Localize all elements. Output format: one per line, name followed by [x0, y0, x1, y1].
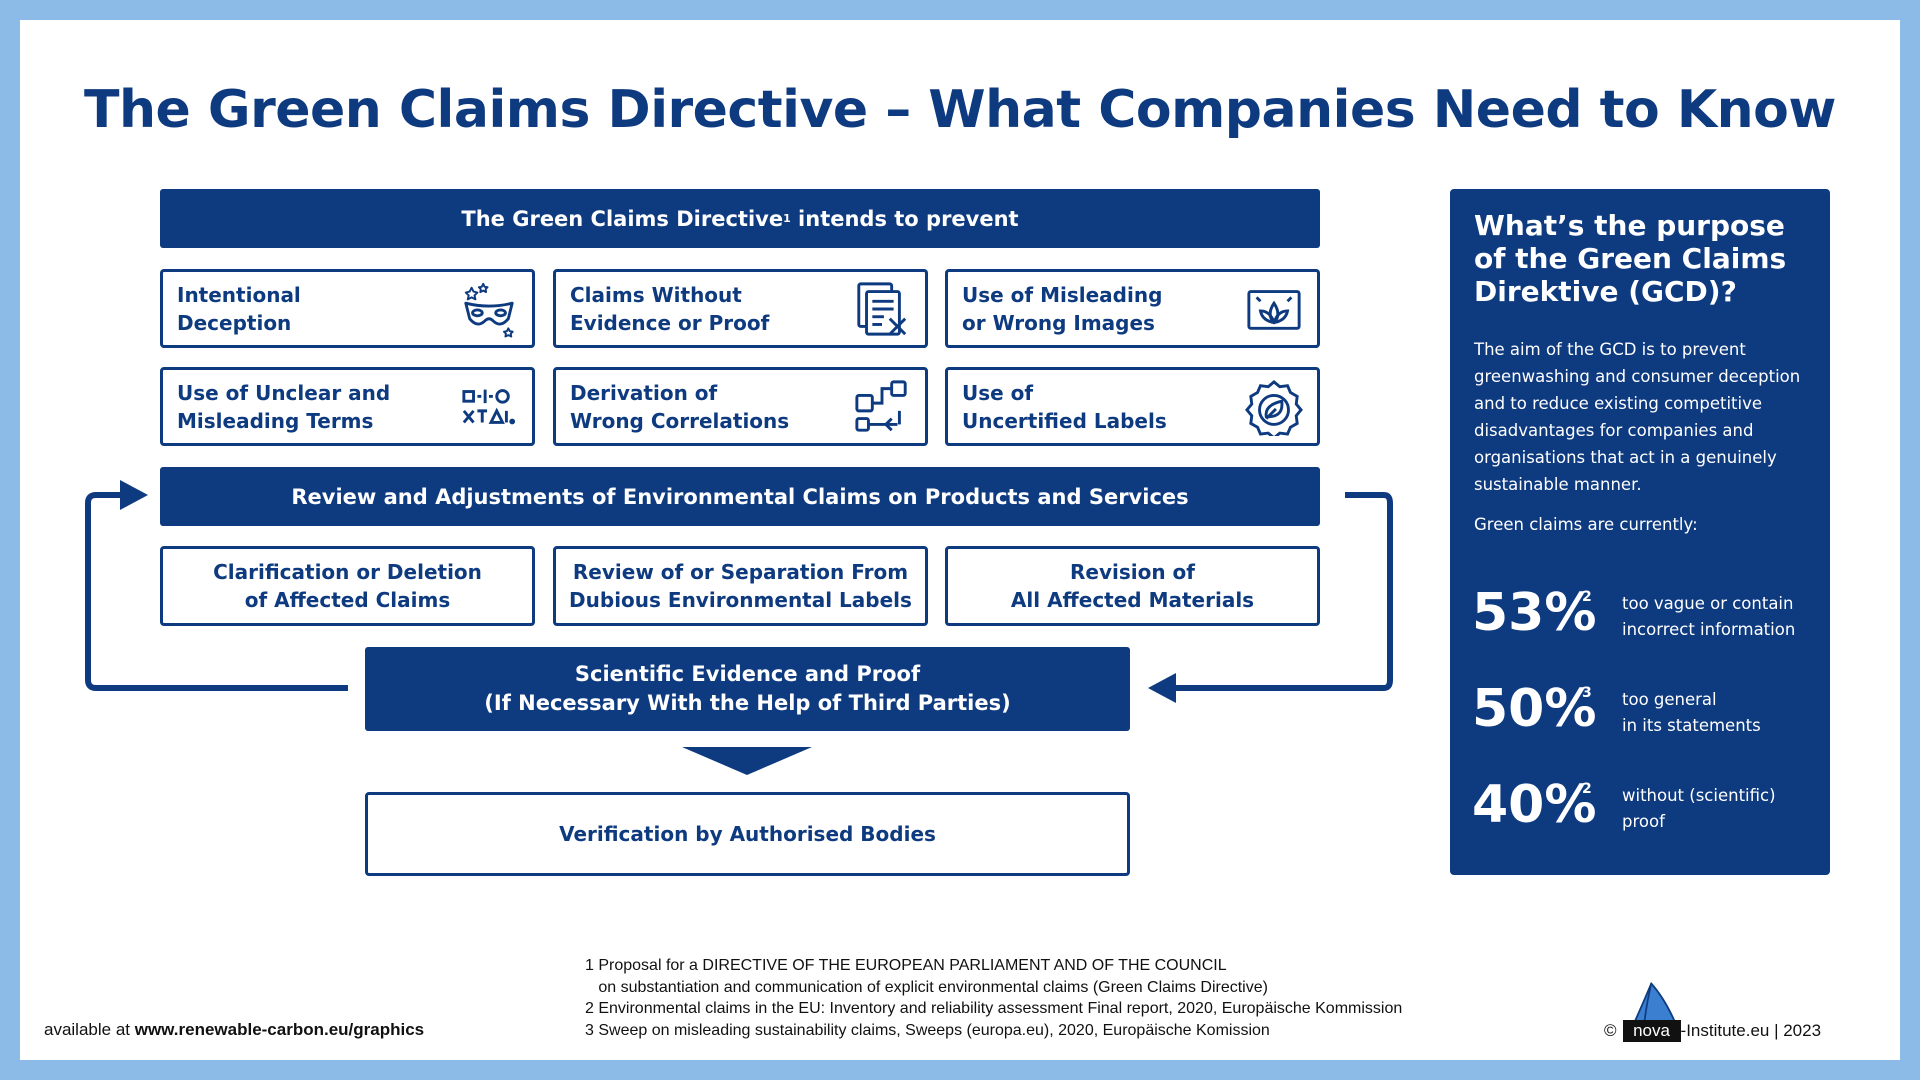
- verification-box: Verification by Authorised Bodies: [365, 792, 1130, 876]
- prevent-header-footnote: 1: [783, 212, 791, 225]
- review-item-separation: Review of or Separation From Dubious Env…: [553, 546, 928, 626]
- stat-description: too vague or contain incorrect informati…: [1622, 594, 1796, 639]
- leaf-image-icon: [1247, 289, 1301, 330]
- review-item-revision: Revision of All Affected Materials: [945, 546, 1320, 626]
- prevent-item-label: Use of Unclear and Misleading Terms: [177, 380, 391, 433]
- nova-logo: nova: [1622, 981, 1681, 1042]
- stat-value: 40%: [1472, 775, 1597, 835]
- page-title: The Green Claims Directive – What Compan…: [84, 80, 1836, 140]
- available-at: available at www.renewable-carbon.eu/gra…: [44, 1020, 424, 1040]
- review-item-label: Clarification or Deletion of Affected Cl…: [213, 560, 482, 612]
- stat-footnote: 2: [1582, 589, 1592, 605]
- review-item-label: Revision of All Affected Materials: [1010, 560, 1255, 612]
- prevent-item-label: Intentional Deception: [177, 282, 301, 335]
- purpose-sidebar: What’s the purpose of the Green Claims D…: [1450, 189, 1830, 875]
- nova-logo-text: nova: [1622, 1020, 1681, 1042]
- mask-icon: [464, 282, 514, 338]
- prevent-item-label: Use of Misleading or Wrong Images: [962, 282, 1163, 335]
- sidebar-text: The aim of the GCD is to prevent greenwa…: [1474, 340, 1801, 494]
- prevent-item-intentional-deception: Intentional Deception: [160, 269, 535, 348]
- review-header: Review and Adjustments of Environmental …: [160, 467, 1320, 526]
- prevent-item-unclear-terms: Use of Unclear and Misleading Terms: [160, 367, 535, 446]
- flow-connection-icon: [855, 379, 907, 432]
- prevent-item-label: Derivation of Wrong Correlations: [570, 380, 790, 433]
- evidence-bar: Scientific Evidence and Proof (If Necess…: [365, 647, 1130, 731]
- prevent-item-label: Claims Without Evidence or Proof: [570, 282, 770, 335]
- prevent-item-claims-without-evidence: Claims Without Evidence or Proof: [553, 269, 928, 348]
- review-item-clarification: Clarification or Deletion of Affected Cl…: [160, 546, 535, 626]
- prevent-item-uncertified-labels: Use of Uncertified Labels: [945, 367, 1320, 446]
- prevent-header-text: The Green Claims Directive: [461, 206, 784, 231]
- evidence-label: Scientific Evidence and Proof (If Necess…: [484, 662, 1011, 715]
- leaf-seal-icon: [1245, 379, 1303, 436]
- stat-value: 53%: [1472, 583, 1597, 643]
- verification-label: Verification by Authorised Bodies: [559, 822, 936, 846]
- stat-description: without (scientific) proof: [1622, 786, 1776, 831]
- review-item-label: Review of or Separation From Dubious Env…: [569, 560, 912, 612]
- graphics-link[interactable]: www.renewable-carbon.eu/graphics: [134, 1020, 425, 1039]
- copyright: © nova -Institute.eu | 2023: [1604, 981, 1822, 1042]
- prevent-item-label: Use of Uncertified Labels: [962, 380, 1167, 433]
- prevent-item-wrong-correlations: Derivation of Wrong Correlations: [553, 367, 928, 446]
- scrambled-text-icon: [462, 388, 516, 424]
- sidebar-title: What’s the purpose of the Green Claims D…: [1474, 209, 1787, 308]
- copyright-symbol: ©: [1604, 1021, 1617, 1040]
- prevent-item-misleading-images: Use of Misleading or Wrong Images: [945, 269, 1320, 348]
- sidebar-subtitle: Green claims are currently:: [1474, 515, 1698, 534]
- copyright-suffix: -Institute.eu | 2023: [1680, 1021, 1822, 1040]
- prevent-header-text-end: intends to prevent: [790, 206, 1019, 231]
- stat-footnote: 2: [1582, 781, 1592, 797]
- stat-description: too general in its statements: [1622, 690, 1761, 735]
- footnotes: 1 Proposal for a DIRECTIVE OF THE EUROPE…: [585, 957, 1403, 1039]
- available-prefix: available at: [44, 1020, 135, 1039]
- stat-footnote: 3: [1582, 685, 1592, 701]
- stat-value: 50%: [1472, 679, 1597, 739]
- document-x-icon: [857, 281, 907, 336]
